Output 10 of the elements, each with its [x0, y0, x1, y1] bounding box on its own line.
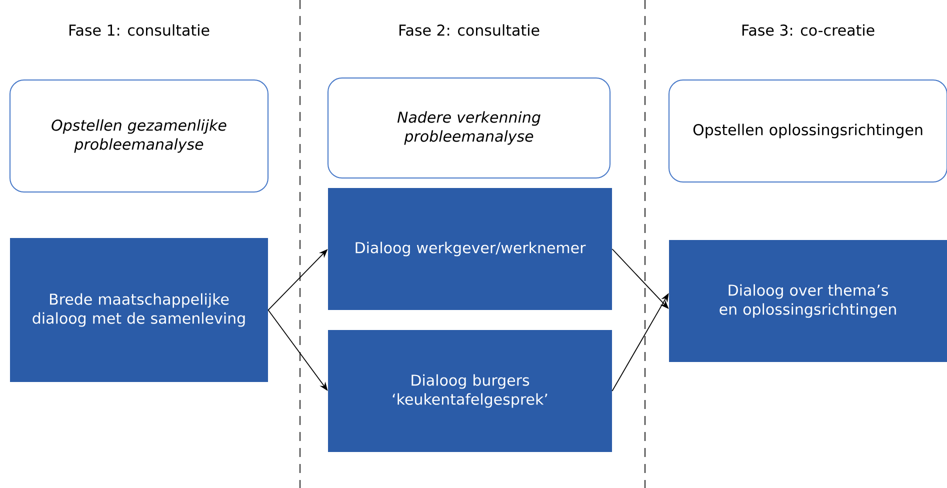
phase-heading: Fase 2: consultatie: [400, 24, 540, 36]
process-box: Dialoog werkgever/werknemer: [328, 188, 612, 310]
rounded-box: Nadere verkenning probleemanalyse: [328, 78, 610, 178]
process-box: Dialoog burgers ‘keukentafelgesprek’: [328, 330, 612, 452]
phase-heading: Fase 1: consultatie: [70, 24, 210, 36]
phase-heading: Fase 3: co-creatie: [742, 24, 874, 36]
rounded-box: Opstellen oplossingsrichtingen: [668, 80, 947, 182]
process-box: Brede maatschappelijke dialoog met de samenleving: [10, 238, 268, 382]
process-box: Dialoog over thema’s en oplossingsrichtingen: [669, 240, 947, 362]
rounded-box: Opstellen gezamenlijke probleemanalyse: [10, 80, 268, 192]
